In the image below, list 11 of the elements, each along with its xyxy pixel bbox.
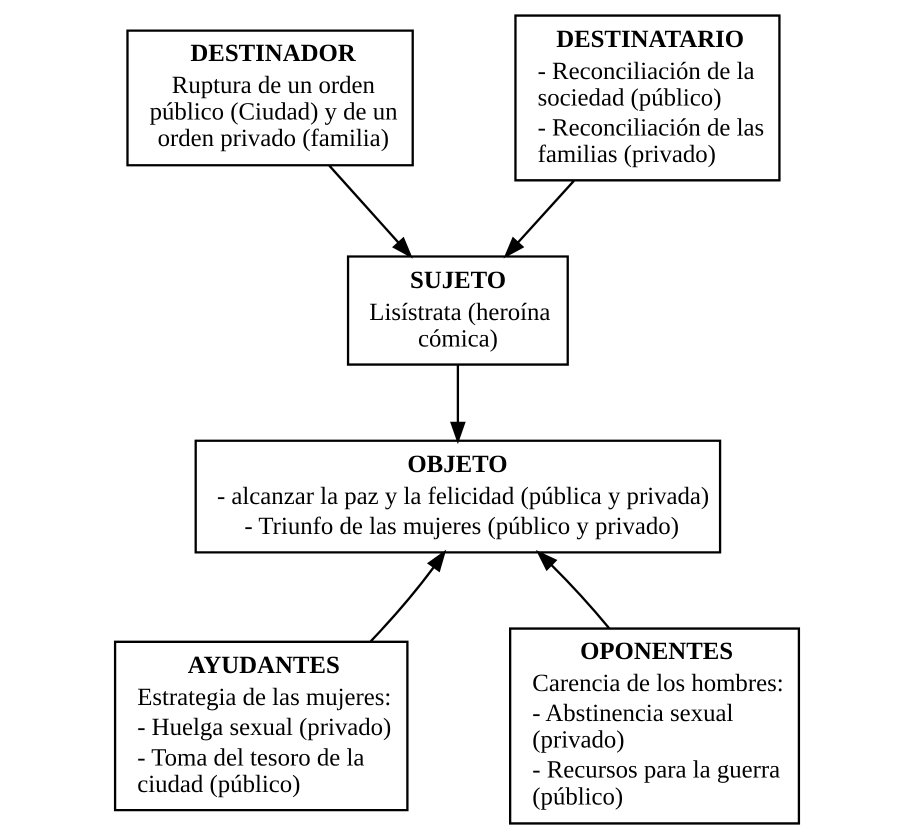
arrow <box>535 550 610 629</box>
node-box: SUJETO Lisístrata (heroína cómica) <box>346 255 568 366</box>
node-box: DESTINADOR Ruptura de un orden público (Ciudad) y de un orden privado (familia) <box>126 29 414 166</box>
node-box: AYUDANTES Estrategia de las mujeres: - Huelga sexual (privado) - Toma del tesoro de la ciudad (público) <box>113 640 408 812</box>
node-box: OBJETO - alcanzar la paz y la felicidad (pública y privada) - Triunfo de las mujeres (público y privado) <box>194 440 721 554</box>
arrow <box>328 164 412 259</box>
arrow <box>450 364 466 444</box>
node-box: DESTINATARIO - Reconciliación de la sociedad (público) - Reconciliación de las familias (privado) <box>514 14 780 182</box>
node-box: OPONENTES Carencia de los hombres: - Abstinencia sexual (privado) - Recursos para la guerra (público) <box>508 627 800 825</box>
arrow <box>503 180 574 258</box>
arrow <box>369 550 446 642</box>
